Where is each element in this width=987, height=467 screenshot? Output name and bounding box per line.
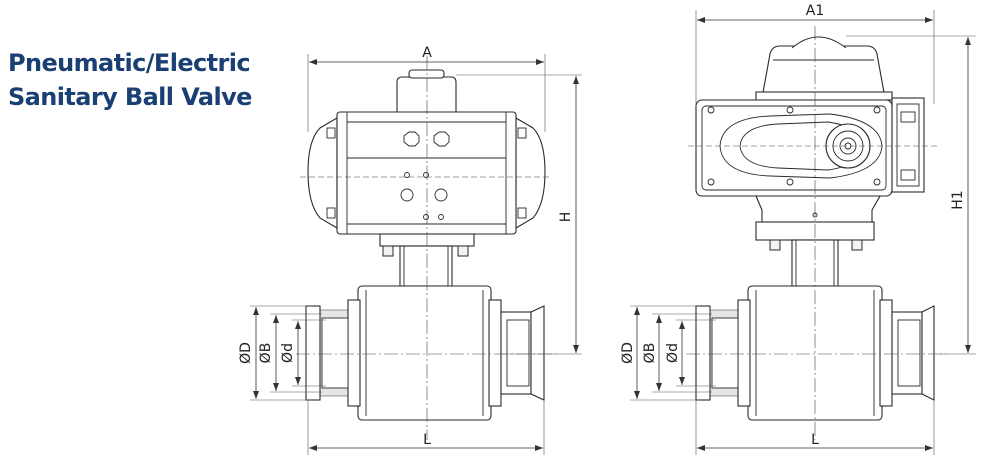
dimension-label-h: H [558,212,574,223]
dimension-label-h1: H1 [950,190,966,209]
dimension-label-a: A [422,45,432,61]
title-line-1: Pneumatic/Electric [8,49,251,77]
dimension-label-l-pneumatic: L [423,432,431,448]
dimension-label-ob-pneumatic: ØB [258,343,274,364]
dimension-label-od-pneumatic: ØD [238,342,254,364]
dimension-label-ob-electric: ØB [642,343,658,364]
title-line-2: Sanitary Ball Valve [8,83,252,111]
page-title: Pneumatic/Electric Sanitary Ball Valve [8,46,252,114]
dimension-label-od-electric: ØD [620,342,636,364]
dimension-label-l-electric: L [811,432,819,448]
pneumatic-valve-drawing [250,54,582,455]
electric-valve-drawing [630,10,976,455]
dimension-label-id-electric: Ød [665,343,681,363]
dimension-label-a1: A1 [806,3,824,19]
dimension-label-id-pneumatic: Ød [280,343,296,363]
